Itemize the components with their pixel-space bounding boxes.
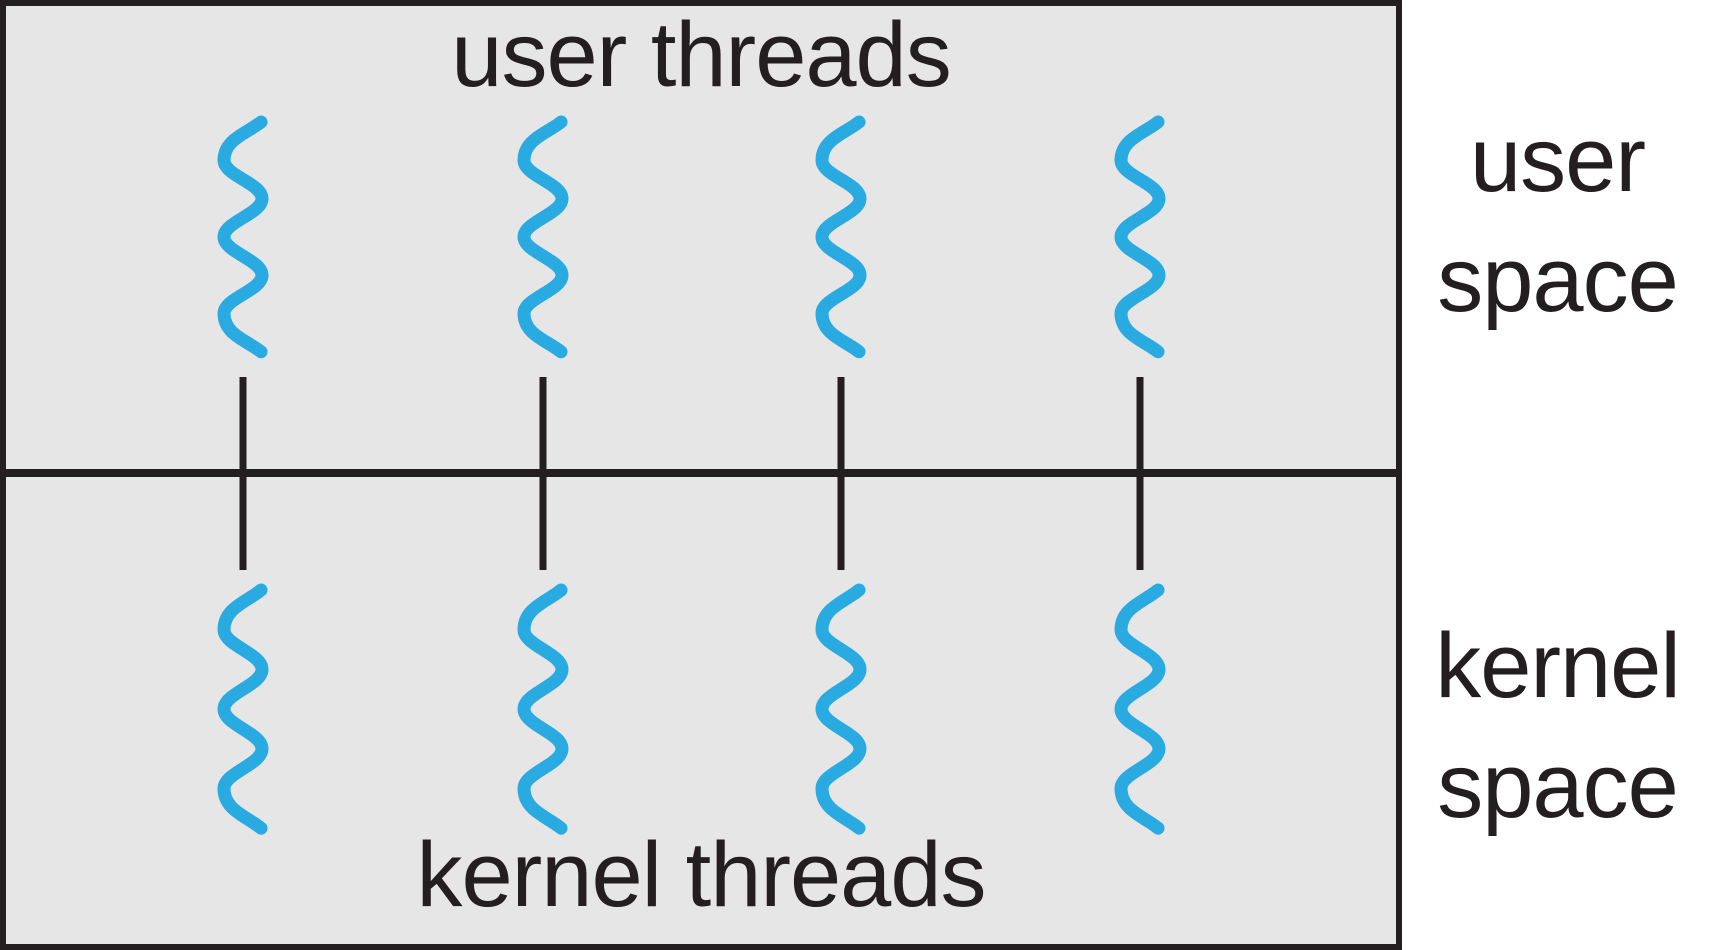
kernel-threads-label: kernel threads: [416, 824, 987, 926]
kernel-space-label-line2: space: [1437, 735, 1679, 837]
kernel-space-label: kernel space: [1402, 606, 1713, 846]
user-threads-label: user threads: [451, 4, 951, 106]
user-space-label-line2: space: [1437, 229, 1679, 331]
user-space-label: user space: [1402, 100, 1713, 340]
user-space-label-line1: user: [1470, 109, 1646, 211]
process-box: [0, 0, 1402, 950]
kernel-space-label-line1: kernel: [1435, 615, 1681, 717]
